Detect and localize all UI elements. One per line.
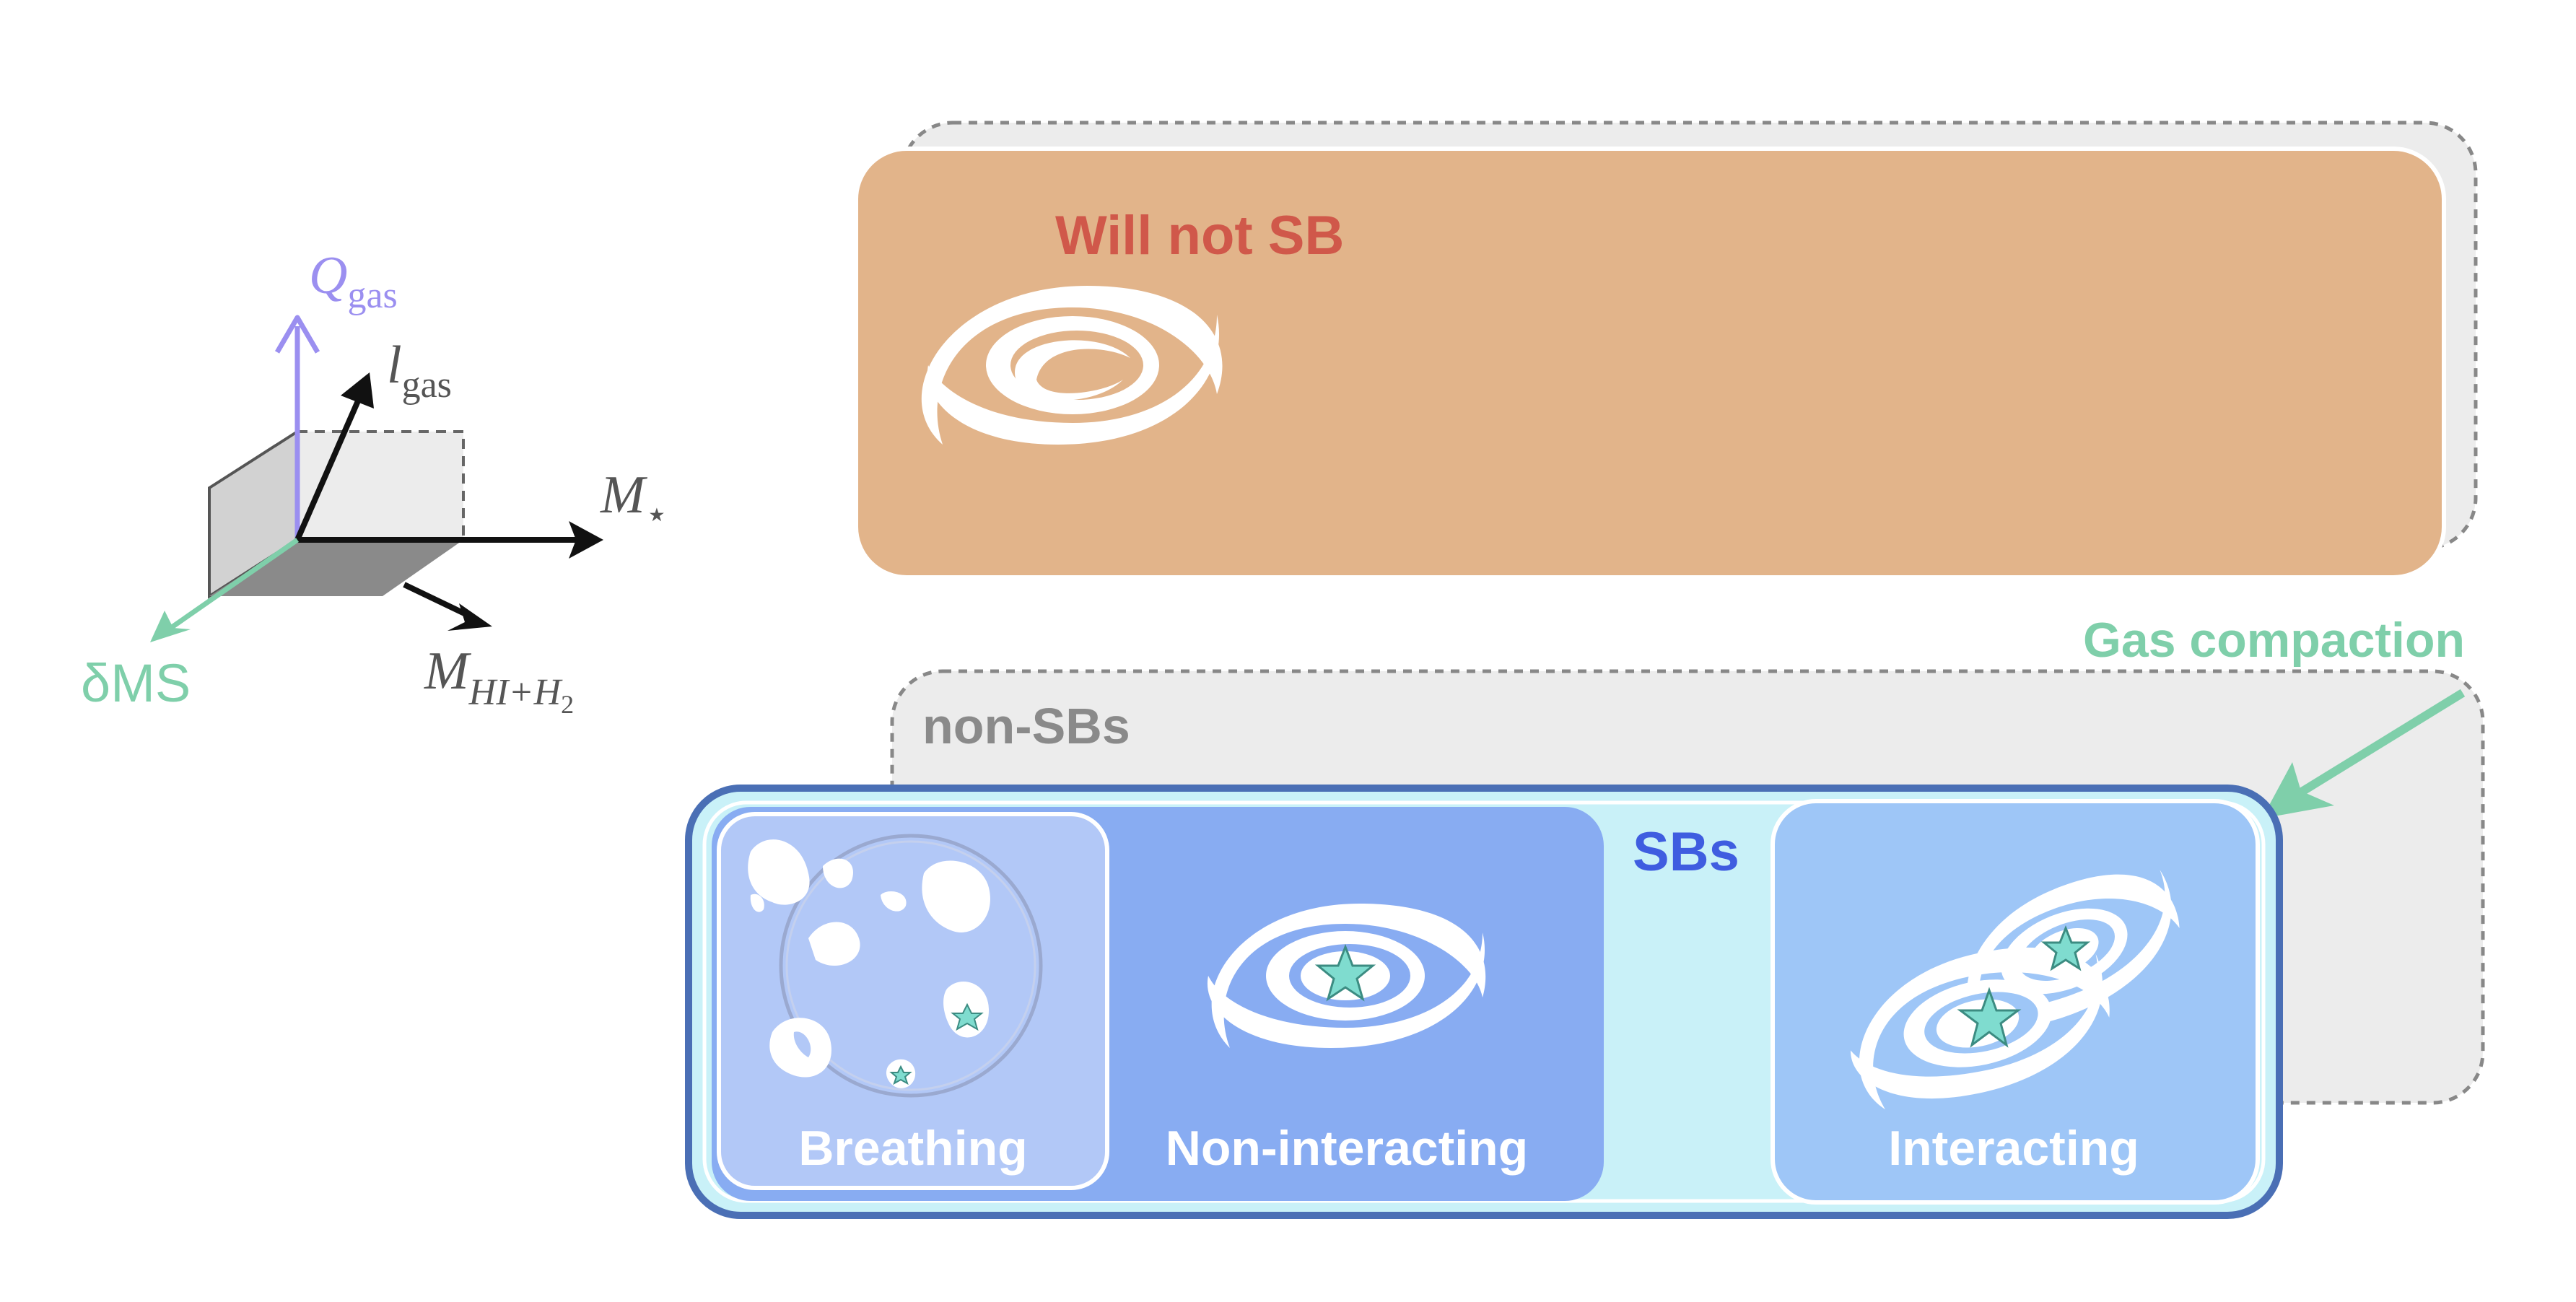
l-gas-arrowhead <box>341 372 374 408</box>
non-interacting-label: Non-interacting <box>1166 1121 1528 1176</box>
breathing-small-star-icon <box>889 1065 912 1085</box>
interacting-galaxies-icon <box>1850 870 2180 1110</box>
m-star-arrowhead <box>569 521 603 559</box>
m-star-label: M⋆ <box>600 466 668 536</box>
will-not-sb-label: Will not SB <box>1055 205 1344 266</box>
interacting-lower-star-icon <box>1957 987 2022 1048</box>
m-gas-arrowhead <box>447 603 492 631</box>
m-gas-label: MHI+H2 <box>424 642 574 719</box>
spiral-galaxy-icon <box>921 286 1223 445</box>
delta-ms-arrowhead <box>150 611 191 642</box>
l-gas-label: lgas <box>387 336 452 406</box>
breathing-label: Breathing <box>798 1121 1027 1176</box>
breathing-icon <box>748 834 1043 1098</box>
axes-floor-panel <box>209 540 463 596</box>
will-not-sb-group: Will not SB <box>854 121 2478 580</box>
will-not-sb-box <box>854 147 2446 580</box>
non-interacting-galaxy-icon <box>1207 904 1486 1048</box>
delta-ms-axis <box>163 538 299 634</box>
gas-compaction-group: Gas compaction <box>2083 613 2466 818</box>
l-gas-axis <box>294 380 370 541</box>
gas-compaction-arrowhead <box>2262 762 2334 818</box>
interacting-label: Interacting <box>1888 1121 2139 1176</box>
delta-ms-label: δMS <box>81 653 191 713</box>
breathing-star-icon <box>951 1002 984 1031</box>
sbs-label: SBs <box>1633 821 1739 883</box>
axes-schematic: Qgas lgas M⋆ MHI+H2 δMS <box>81 246 668 719</box>
breathing-box <box>717 812 1109 1190</box>
gas-compaction-label: Gas compaction <box>2083 613 2465 668</box>
gas-compaction-arrow <box>2284 689 2466 805</box>
non-sbs-label: non-SBs <box>922 698 1130 754</box>
interacting-upper-star-icon <box>2040 925 2091 971</box>
q-gas-arrowhead <box>274 315 320 354</box>
sbs-group: SBs Breathing Non-interacting <box>685 785 2283 1219</box>
non-interacting-star-icon <box>1314 943 1376 1002</box>
q-gas-label: Qgas <box>309 246 398 316</box>
